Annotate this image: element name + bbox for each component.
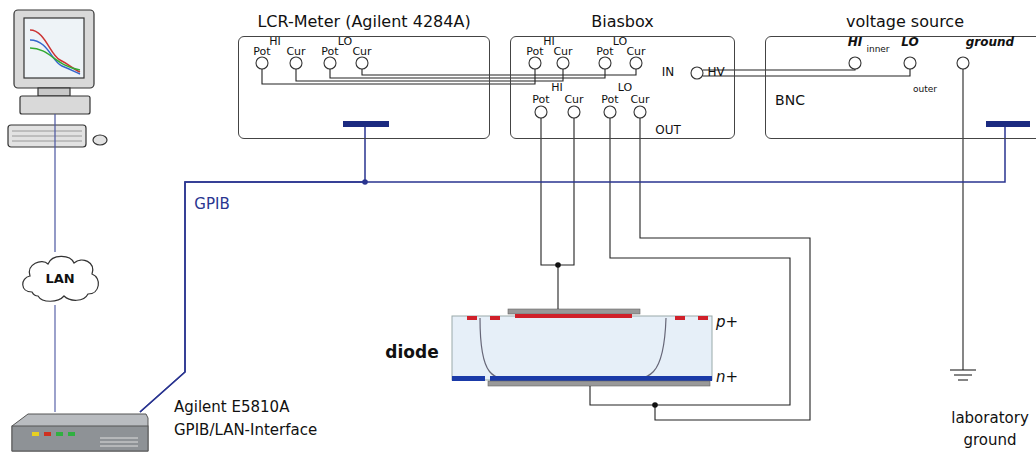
status-led xyxy=(32,432,39,436)
wire xyxy=(140,127,1005,412)
terminal-label: HI xyxy=(543,36,555,48)
wire xyxy=(362,69,636,75)
instrument-heading: LCR-Meter (Agilent 4284A) xyxy=(199,12,529,31)
ground-label: laboratory ground xyxy=(945,408,1035,452)
terminal-label: HI xyxy=(848,36,863,49)
ground-symbol xyxy=(950,69,976,380)
terminal-label: LO xyxy=(618,82,632,94)
interface-device: Agilent E5810A GPIB/LAN-Interface xyxy=(10,412,150,453)
terminal-label: Pot xyxy=(532,94,549,106)
terminal-label: Pot xyxy=(321,46,338,58)
diode-drawing xyxy=(452,309,712,386)
terminal-label: Cur xyxy=(286,46,305,58)
device-body xyxy=(12,414,148,451)
computer-icon xyxy=(8,10,107,147)
cloud-label: LAN xyxy=(18,270,102,285)
terminal-label: Cur xyxy=(352,46,371,58)
terminal-label: outer xyxy=(913,85,937,95)
status-led xyxy=(44,432,51,436)
gpib-port xyxy=(343,121,389,127)
terminal-label: Cur xyxy=(630,94,649,106)
lan-wire xyxy=(54,114,55,252)
connector xyxy=(55,305,56,412)
terminal-label: Pot xyxy=(596,46,613,58)
terminal-label: LO xyxy=(613,36,627,48)
instrument-heading: voltage source xyxy=(726,12,1036,31)
terminal-label: HI xyxy=(269,36,281,48)
terminal-label: IN xyxy=(662,66,675,79)
terminal-label: inner xyxy=(866,45,889,55)
gpib-port xyxy=(986,121,1030,127)
instrument-heading: Biasbox xyxy=(471,12,774,31)
terminal-label: Pot xyxy=(253,46,270,58)
vent-line xyxy=(100,438,138,439)
device-front xyxy=(12,426,148,451)
diode-wires xyxy=(541,118,810,420)
connector xyxy=(140,127,1005,412)
terminal-label: LO xyxy=(338,36,352,48)
connector xyxy=(140,127,365,412)
wire xyxy=(330,69,605,78)
connector-label: GPIB xyxy=(192,195,231,213)
wire xyxy=(54,305,55,412)
junction-dot xyxy=(555,262,561,268)
device-drawing xyxy=(10,412,150,453)
terminal-label: Cur xyxy=(626,46,645,58)
junction-dot xyxy=(652,402,658,408)
terminal-label: Pot xyxy=(526,46,543,58)
terminal-label: ground xyxy=(966,36,1014,49)
terminal-label: OUT xyxy=(655,124,681,137)
terminal-circles xyxy=(256,57,969,118)
wire xyxy=(262,69,535,84)
terminal-label: p+ xyxy=(716,314,738,331)
terminal-label: HI xyxy=(551,82,563,94)
connector-label: BNC xyxy=(773,92,807,108)
terminal-label: Cur xyxy=(553,46,572,58)
terminal-label: LO xyxy=(901,36,918,49)
vent-line xyxy=(100,442,138,443)
terminal-label: Pot xyxy=(601,94,618,106)
status-led xyxy=(56,432,63,436)
instrument-box: voltage source xyxy=(765,36,1036,139)
network-cloud: LAN xyxy=(18,250,102,305)
connector xyxy=(262,69,636,84)
terminal-label: n+ xyxy=(716,369,738,386)
device-label: Agilent E5810A GPIB/LAN-Interface xyxy=(174,396,354,443)
terminal-label: HV xyxy=(707,66,724,79)
status-led xyxy=(68,432,75,436)
terminal-label: Cur xyxy=(564,94,583,106)
vent-line xyxy=(100,446,138,447)
wire xyxy=(703,69,855,70)
wire xyxy=(140,127,365,412)
part-name: diode xyxy=(385,343,438,362)
